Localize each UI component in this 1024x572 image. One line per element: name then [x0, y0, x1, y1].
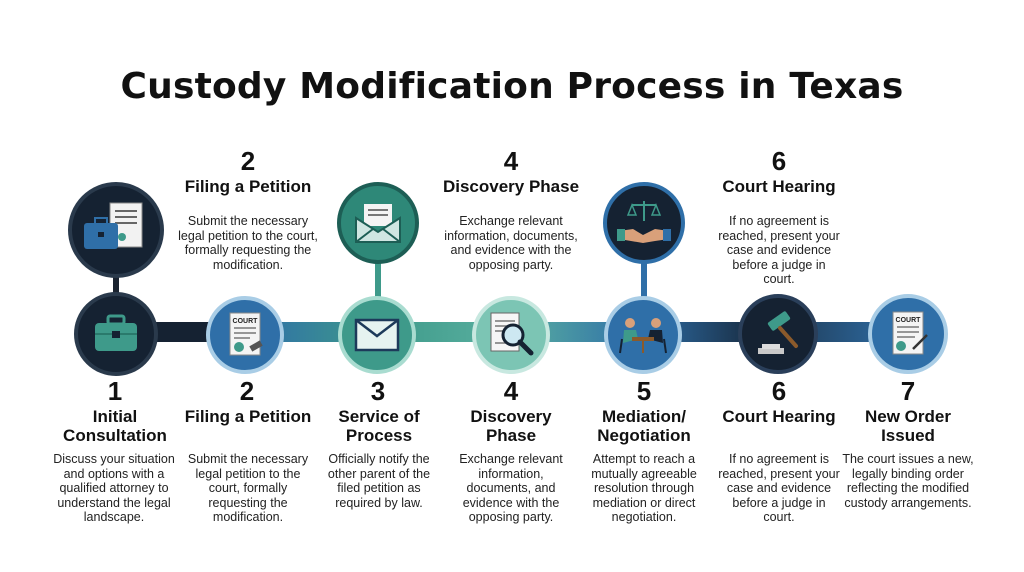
envelope-node-top [337, 182, 419, 264]
step-description: Attempt to reach a mutually agreeable re… [591, 452, 697, 524]
step-description: Officially notify the other parent of th… [327, 452, 431, 510]
top-step-number: 4 [503, 146, 519, 176]
step-number: 1 [107, 376, 123, 406]
top-step-title: Court Hearing [722, 177, 836, 196]
court-document-icon: COURT [229, 312, 263, 356]
top-step-title: Discovery Phase [442, 177, 580, 196]
top-step-description: Exchange relevant information, documents… [444, 214, 578, 272]
top-step-description: If no agreement is reached, present your… [718, 214, 840, 286]
step-number: 5 [636, 376, 652, 406]
step-3-node [338, 296, 416, 374]
top-step-number: 6 [771, 146, 787, 176]
step-1-node [74, 292, 158, 376]
justice-node-top [603, 182, 685, 264]
step-title: Mediation/ Negotiation [597, 407, 691, 445]
magnifier-document-icon [490, 312, 534, 356]
connector-line [375, 260, 381, 300]
page-title: Custody Modification Process in Texas [120, 66, 904, 107]
step-6-node [738, 294, 818, 374]
step-number: 6 [771, 376, 787, 406]
court-label: COURT [233, 318, 259, 325]
new-order-document-icon: COURT [892, 311, 928, 355]
step-title: Court Hearing [722, 407, 836, 426]
step-description: Submit the necessary legal petition to t… [187, 452, 309, 524]
step-description: Discuss your situation and options with … [53, 452, 175, 524]
step-5-node [604, 296, 682, 374]
envelope-icon [355, 204, 401, 243]
step-7-node: COURT [868, 294, 948, 374]
justice-handshake-icon [617, 201, 671, 243]
top-step-number: 2 [240, 146, 256, 176]
briefcase-icon [95, 314, 137, 351]
connector-line [113, 262, 119, 300]
step-description: If no agreement is reached, present your… [718, 452, 840, 524]
step-number: 7 [900, 376, 916, 406]
step-number: 4 [503, 376, 519, 406]
connector-line [641, 262, 647, 300]
mediation-table-icon [619, 318, 667, 354]
step-description: Exchange relevant information, documents… [459, 452, 563, 524]
step-2-node: COURT [206, 296, 284, 374]
envelope-icon [354, 318, 400, 352]
step-title: New Order Issued [865, 407, 951, 445]
top-step-description: Submit the necessary legal petition to t… [178, 214, 318, 272]
step-4-node [472, 296, 550, 374]
court-label: COURT [896, 317, 922, 324]
step-title: Service of Process [338, 407, 420, 445]
step-title: Initial Consultation [63, 407, 167, 445]
top-step-title: Filing a Petition [184, 177, 312, 196]
gavel-icon [758, 311, 798, 354]
step-number: 3 [370, 376, 386, 406]
step-title: Filing a Petition [184, 407, 312, 426]
briefcase-document-icon [84, 202, 143, 249]
briefcase-document-node [68, 182, 164, 278]
step-number: 2 [239, 376, 255, 406]
step-description: The court issues a new, legally binding … [842, 452, 974, 510]
step-title: Discovery Phase [470, 407, 552, 445]
